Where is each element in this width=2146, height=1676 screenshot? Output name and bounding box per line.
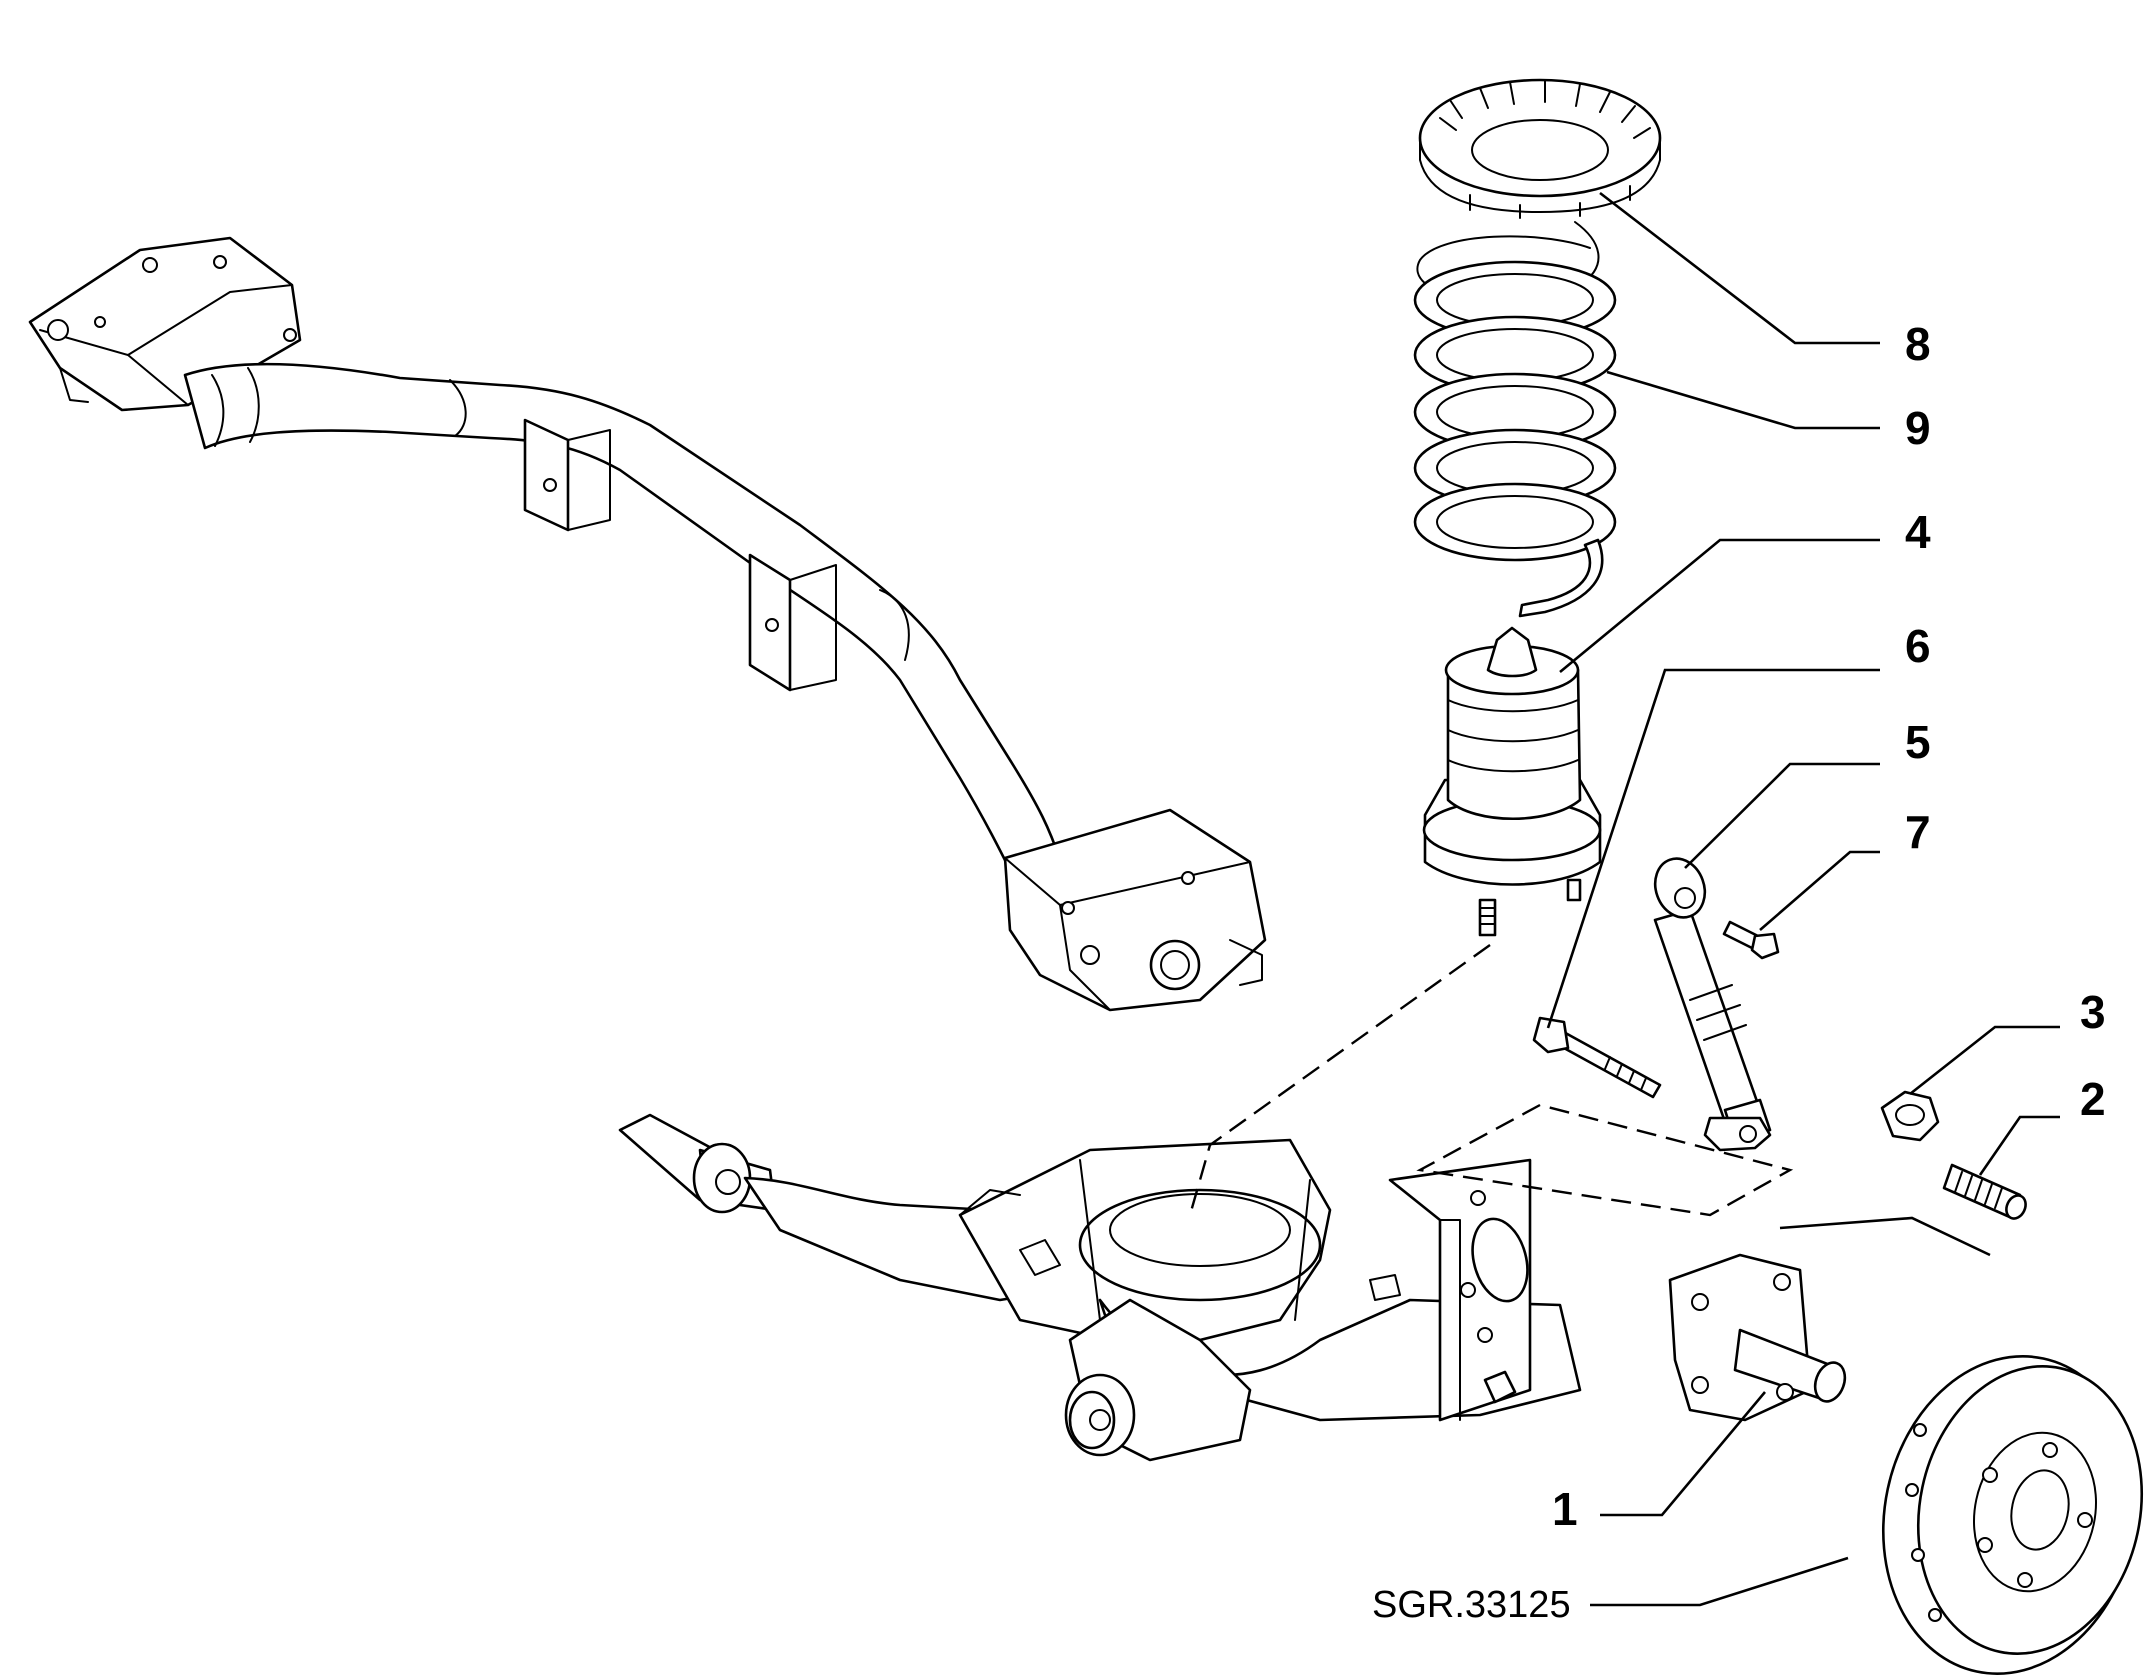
trailing-arm-assembly (618, 1113, 1582, 1462)
callout-8: 8 (1905, 318, 1931, 370)
callout-1: 1 (1552, 1483, 1578, 1535)
long-bolt (1532, 1016, 1662, 1099)
callout-5: 5 (1905, 716, 1931, 768)
callout-3: 3 (2080, 986, 2106, 1038)
callout-4: 4 (1905, 506, 1931, 558)
stub-axle-flange (1668, 1253, 1847, 1422)
assembly-dashed-lines (1188, 944, 1794, 1217)
coil-spring (1413, 221, 1617, 618)
wheel-stud (1942, 1163, 2027, 1220)
callout-7: 7 (1905, 806, 1931, 858)
shock-mount-bump-stop (1422, 626, 1602, 937)
drawing-reference: SGR.33125 (1372, 1584, 1571, 1626)
short-bolt (1722, 920, 1780, 960)
callout-labels: 8 9 4 6 5 7 3 2 1 SGR.33125 (1372, 318, 2106, 1626)
callout-6: 6 (1905, 620, 1931, 672)
shock-absorber (1653, 857, 1772, 1152)
rear-axle-beam (28, 236, 1267, 1012)
callout-9: 9 (1905, 402, 1931, 454)
hex-nut (1880, 1090, 1940, 1142)
leader-lines (1546, 191, 2060, 1607)
brake-drum (1881, 1355, 2144, 1675)
spring-upper-seat (1418, 78, 1662, 219)
callout-2: 2 (2080, 1073, 2106, 1125)
